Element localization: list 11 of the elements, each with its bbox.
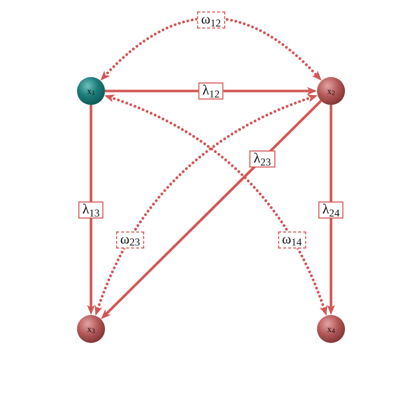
arrow (105, 87, 317, 95)
double-arrow (100, 16, 322, 80)
edge-label: λ$_{13}$ (78, 202, 104, 218)
edge-label: ω$_{14}$ (278, 231, 306, 248)
edge-label: λ$_{24}$ (318, 202, 344, 218)
edge-label: λ$_{12}$ (198, 82, 224, 100)
arrow (327, 105, 335, 315)
edge-label: ω$_{23}$ (116, 231, 144, 248)
edge-label: λ$_{23}$ (250, 150, 275, 168)
edge-label: ω$_{12}$ (197, 12, 225, 29)
arrow (87, 105, 95, 315)
